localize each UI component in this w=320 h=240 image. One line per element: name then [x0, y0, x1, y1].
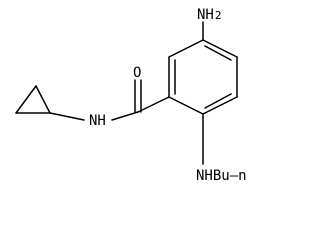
amine-label: NH2 — [197, 7, 221, 23]
ring-bond-5 — [202, 96, 238, 115]
ring-bond-6 — [168, 96, 204, 115]
cyclopropyl-amide-bond — [49, 112, 85, 121]
amine-nh-text: NH — [197, 7, 214, 23]
carbonyl-oxygen-label: O — [133, 65, 141, 81]
cyclopropyl-ring — [15, 85, 51, 114]
ring-inner-double-2 — [204, 45, 232, 61]
ring-bond-2 — [168, 39, 204, 58]
cyclopropyl-bond-right — [35, 85, 51, 114]
amide-n-carbonyl-bond — [111, 111, 139, 121]
ring-bond-3 — [202, 39, 238, 58]
benzene-ring — [168, 39, 238, 115]
butylamino-label: NHBu—n — [196, 168, 247, 184]
cyclopropyl-bond-left — [15, 85, 37, 114]
ring-inner-double-3 — [204, 93, 232, 109]
amide-nh-label: NH — [89, 113, 106, 129]
carbonyl-ring-bond — [137, 96, 170, 113]
amine-subscript-text: 2 — [215, 9, 222, 22]
molecule-structure: NH2 O NH NHBu—n — [15, 7, 247, 184]
